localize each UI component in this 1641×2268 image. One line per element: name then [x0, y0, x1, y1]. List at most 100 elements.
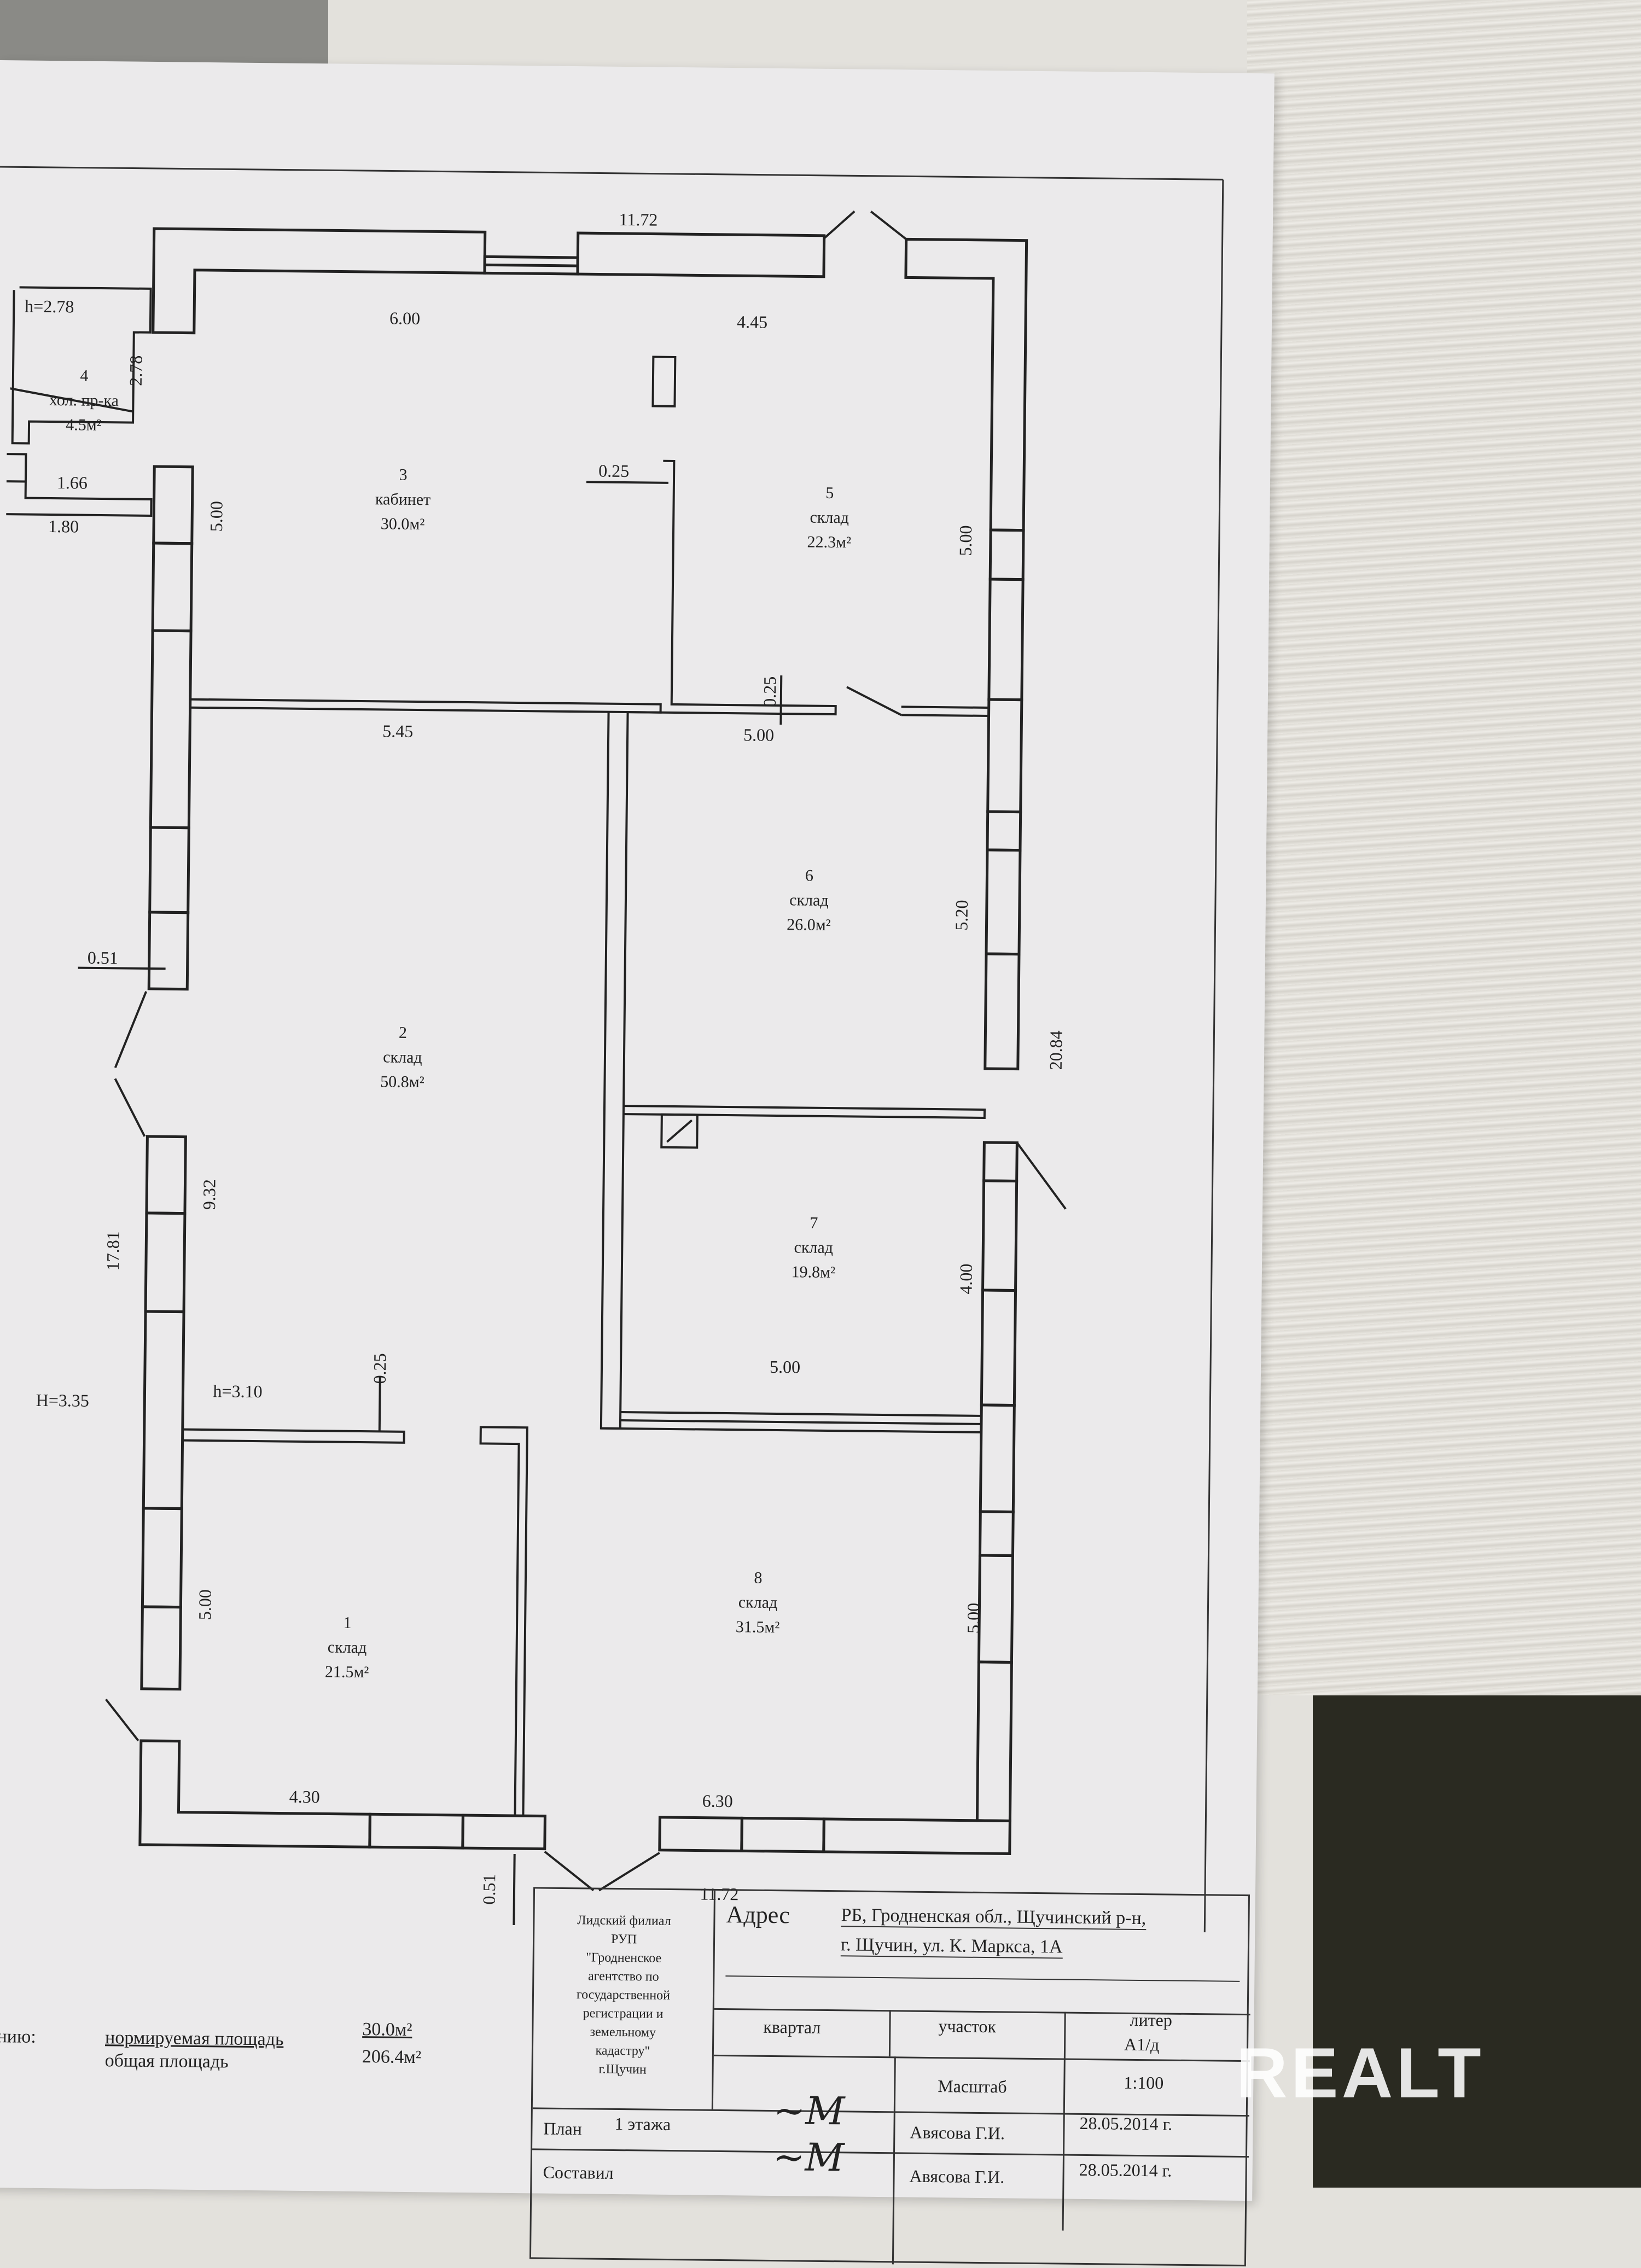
window-right [990, 530, 1023, 580]
floor-label: 1 этажа [614, 2114, 671, 2135]
area-summary: данию: нормируемая площадь 30.0м² общая … [0, 2026, 472, 2031]
wall-top-right [903, 239, 1027, 530]
window-right [983, 1181, 1017, 1291]
wood-background [1247, 0, 1641, 1695]
room-7-name: склад [794, 1238, 833, 1257]
divider [894, 2111, 1249, 2117]
room-6-name: склад [789, 891, 829, 909]
dim-wall-025-c: 0.25 [370, 1353, 390, 1384]
divider [714, 2055, 1250, 2062]
org-line: кадастру" [533, 2040, 712, 2061]
uchastok-label: участок [938, 2016, 996, 2037]
walls [137, 229, 1027, 1854]
dim-porch-180: 1.80 [48, 516, 79, 537]
dim-porch-h: h=2.78 [25, 296, 74, 316]
room-3-area: 30.0м² [381, 515, 425, 533]
interior-walls [0, 202, 1076, 1931]
org-line: РУП [534, 1929, 713, 1949]
room-2-name: склад [383, 1048, 422, 1066]
dim-height-h: h=3.10 [213, 1381, 262, 1401]
wall-left [149, 912, 188, 989]
room-2-num: 2 [399, 1024, 407, 1042]
wall-right [977, 1662, 1011, 1821]
wall-right [980, 1512, 1013, 1556]
window-right [986, 850, 1020, 954]
org-line: г.Щучин [533, 2059, 712, 2079]
wall-right [984, 1142, 1017, 1181]
sheet-frame-line [0, 167, 1223, 179]
dim-room8-width: 6.30 [702, 1791, 733, 1811]
wall-right [981, 1290, 1015, 1406]
dim-wall-025: 0.25 [598, 461, 629, 481]
room-1-num: 1 [343, 1614, 351, 1632]
wall-right [989, 579, 1023, 700]
room-6-area: 26.0м² [787, 916, 831, 934]
dark-background [1313, 1695, 1641, 2188]
dim-room3-height: 5.00 [206, 501, 226, 532]
realt-watermark: REALT [1236, 2032, 1485, 2114]
room-2-area: 50.8м² [380, 1072, 424, 1091]
room-4-name: хол. пр-ка [49, 391, 119, 410]
author-date-2: 28.05.2014 г. [1079, 2160, 1172, 2181]
signature-2: ~M [772, 2135, 844, 2180]
room-7-num: 7 [810, 1214, 818, 1232]
window-left [142, 1508, 182, 1607]
room-4-num: 4 [80, 367, 88, 385]
org-line: "Гродненское [534, 1948, 713, 1968]
room-1-area: 21.5м² [325, 1663, 369, 1681]
address-line-1: РБ, Гродненская обл., Щучинский р-н, [841, 1905, 1146, 1930]
wall-right [987, 812, 1021, 850]
window-left [146, 1213, 185, 1312]
dim-porch-side: 2.78 [126, 355, 146, 386]
window-right [979, 1555, 1012, 1663]
room-8-num: 8 [754, 1569, 762, 1587]
dim-room7-height: 4.00 [956, 1263, 976, 1294]
org-line: агентство по [534, 1966, 713, 1986]
total-area-value: 206.4м² [362, 2047, 422, 2068]
org-line: государственной [534, 1985, 713, 2005]
room-6-num: 6 [805, 866, 813, 884]
wall-left [142, 1607, 181, 1689]
floor-plan-drawing: 1 склад 21.5м² 2 склад 50.8м² 3 кабинет … [0, 60, 1275, 1933]
room-5-area: 22.3м² [807, 533, 851, 552]
room-5-num: 5 [825, 484, 834, 502]
dim-top-total: 11.72 [619, 209, 657, 230]
dim-room1-height: 5.00 [195, 1589, 215, 1620]
dim-left-total: 17.81 [103, 1231, 123, 1270]
window-left [153, 543, 192, 631]
dim-right-total: 20.84 [1046, 1030, 1066, 1070]
liter-value: А1/д [1124, 2034, 1160, 2055]
divider [889, 2010, 891, 2056]
kvartal-label: квартал [763, 2017, 821, 2038]
org-line: регистрации и [533, 2003, 712, 2024]
dim-wall-051: 0.51 [88, 948, 118, 968]
wall-bottom-left [140, 1741, 371, 1847]
dim-porch-166: 1.66 [57, 473, 88, 493]
dim-room7-width: 5.00 [770, 1357, 800, 1377]
divider [1062, 2012, 1066, 2231]
room-labels: 1 склад 21.5м² 2 склад 50.8м² 3 кабинет … [36, 366, 853, 1686]
dim-room2-width: 5.45 [382, 721, 413, 741]
room-3-name: кабинет [375, 490, 431, 509]
address-label: Адрес [726, 1900, 790, 1929]
total-area-label: общая площадь [105, 2050, 229, 2072]
floor-plan-sheet: 1 склад 21.5м² 2 склад 50.8м² 3 кабинет … [0, 60, 1275, 2201]
address-line-2: г. Щучин, ул. К. Маркса, 1А [841, 1934, 1063, 1958]
liter-label: литер [1130, 2010, 1172, 2031]
dimension-labels: 11.72 11.72 6.00 4.45 5.45 5.00 5.00 4.3… [8, 203, 1074, 1911]
address-underline [725, 1975, 1240, 1982]
window-bottom [370, 1814, 463, 1848]
wall-left [150, 631, 191, 828]
dim-room5-height: 5.00 [956, 525, 976, 556]
dim-wall-025-b: 0.25 [760, 677, 780, 707]
room-1-name: склад [328, 1638, 367, 1657]
organization-stamp: Лидский филиал РУП "Гродненское агентств… [533, 1888, 715, 2109]
wall-top-mid [578, 233, 824, 277]
dim-room8-height: 5.00 [963, 1603, 984, 1634]
title-block: Лидский филиал РУП "Гродненское агентств… [529, 1887, 1250, 2266]
plan-label: План [543, 2119, 582, 2139]
wall-bottom [660, 1817, 742, 1851]
room-8-name: склад [738, 1593, 778, 1612]
wall-bottom-right [824, 1819, 1010, 1854]
scale-value: 1:100 [1124, 2073, 1163, 2094]
